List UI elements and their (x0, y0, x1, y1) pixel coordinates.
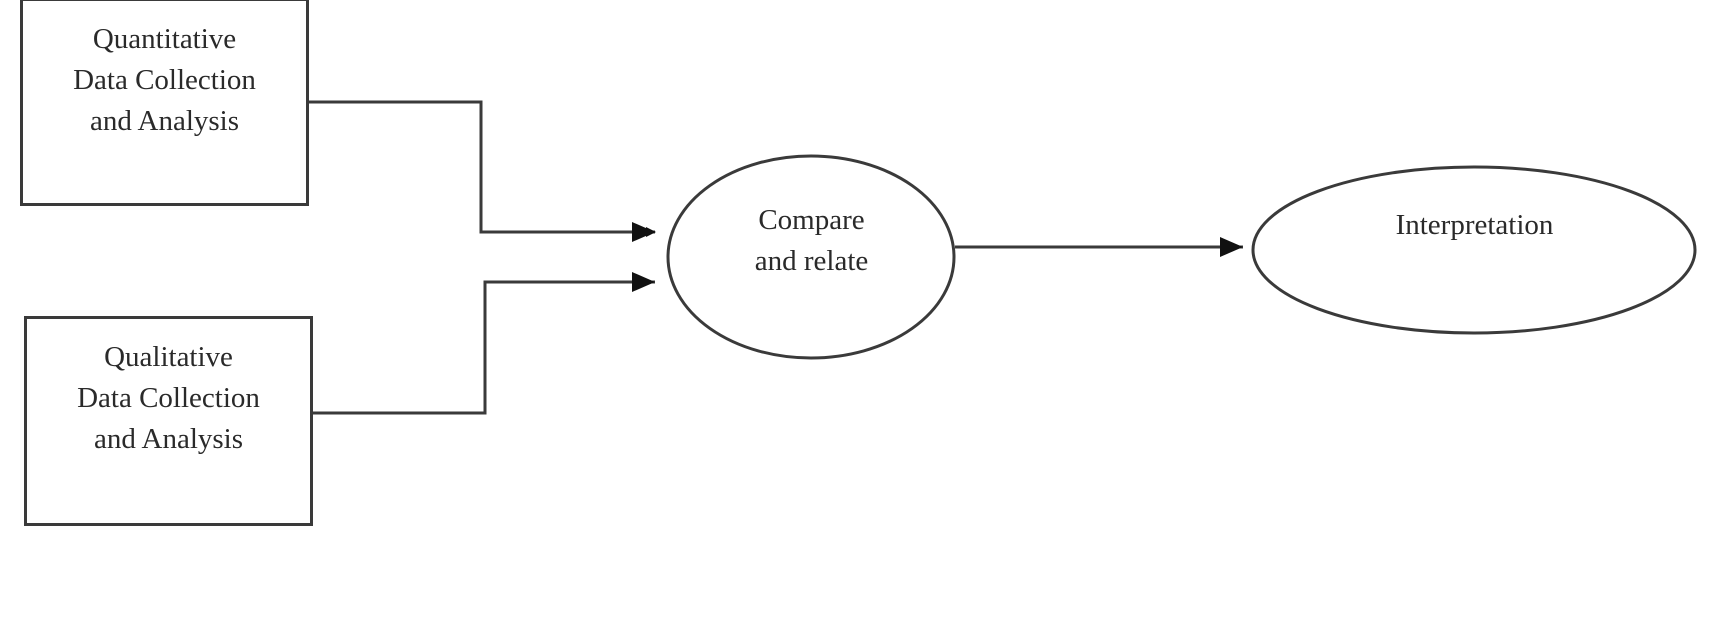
compare-ellipse-shape (666, 154, 956, 360)
interpretation-line-1: Interpretation (1395, 209, 1554, 241)
qualitative-line-2: Data Collection (77, 382, 260, 414)
quantitative-box: Quantitative Data Collection and Analysi… (20, 0, 309, 206)
quantitative-line-3: and Analysis (89, 105, 240, 137)
qualitative-line-3: and Analysis (93, 423, 244, 455)
compare-line-2: and relate (754, 245, 869, 277)
compare-line-1: Compare (758, 204, 865, 236)
compare-ellipse: Compare and relate (668, 156, 955, 358)
arrowhead-icon (1220, 237, 1243, 257)
qualitative-box: Qualitative Data Collection and Analysis (24, 316, 313, 526)
qualitative-line-1: Qualitative (104, 341, 233, 373)
quantitative-line-2: Data Collection (73, 64, 256, 96)
quantitative-line-1: Quantitative (92, 23, 237, 55)
edge-qual-to-compare (312, 280, 655, 415)
arrowhead-icon (632, 222, 655, 242)
arrowhead-icon (632, 272, 655, 292)
interpretation-ellipse: Interpretation (1253, 167, 1696, 333)
interpretation-ellipse-shape (1251, 165, 1697, 335)
edge-quant-to-compare (308, 100, 656, 237)
